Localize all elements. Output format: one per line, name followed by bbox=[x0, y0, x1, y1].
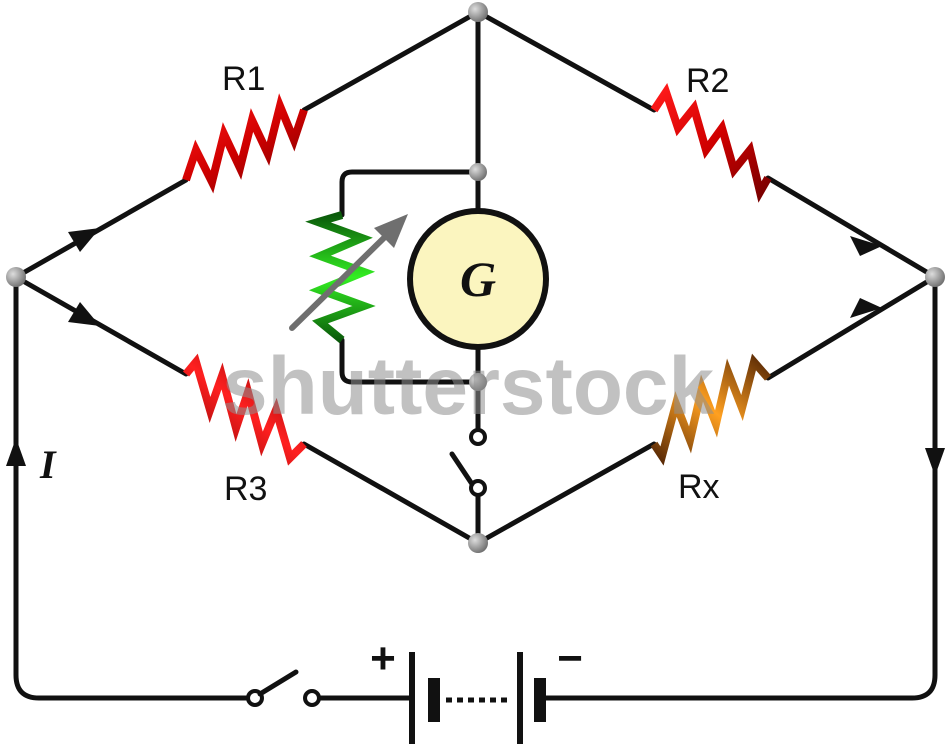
resistor-variable bbox=[305, 211, 376, 344]
main-switch-terminal-right bbox=[303, 689, 321, 707]
wire-outer-right bbox=[534, 274, 938, 701]
battery-plate-short-right bbox=[534, 678, 546, 722]
node-bottom bbox=[468, 533, 488, 553]
current-arrow-left-up bbox=[6, 438, 26, 466]
current-arrow-lower-left bbox=[68, 302, 100, 326]
label-r3: R3 bbox=[224, 470, 267, 508]
wire-r1-top bbox=[301, 9, 481, 113]
wire-outer-left bbox=[13, 274, 253, 701]
current-arrow-right-down bbox=[925, 448, 945, 476]
node-left bbox=[6, 267, 26, 287]
wire-left-r1 bbox=[13, 177, 189, 280]
battery-plus-sign: + bbox=[370, 634, 396, 683]
resistor-r1 bbox=[182, 93, 308, 194]
rheostat-arrow-head bbox=[374, 214, 408, 248]
galvanometer bbox=[407, 208, 549, 350]
battery-minus-sign: − bbox=[557, 634, 583, 683]
label-r2: R2 bbox=[686, 62, 729, 100]
g-switch-terminal-bottom bbox=[469, 479, 487, 497]
wire-left-r3 bbox=[13, 274, 189, 377]
node-g-upper bbox=[469, 163, 487, 181]
wire-bottom-rx bbox=[475, 441, 657, 546]
wire-rheostat-loop bbox=[339, 169, 481, 385]
label-r1: R1 bbox=[222, 60, 265, 98]
wire-r2-right bbox=[765, 175, 938, 280]
main-switch-lever bbox=[257, 669, 299, 697]
watermark-text: shutterstock bbox=[222, 341, 715, 432]
battery-plate-short-left bbox=[428, 678, 440, 722]
node-top bbox=[468, 2, 488, 22]
resistor-r3 bbox=[182, 353, 307, 466]
g-switch-lever bbox=[449, 451, 475, 487]
resistor-r2 bbox=[650, 82, 772, 203]
rheostat-arrow-shaft bbox=[289, 229, 393, 331]
galvanometer-label: G bbox=[460, 251, 496, 307]
current-arrow-upper-right bbox=[850, 236, 882, 256]
wire-rx-right bbox=[765, 274, 938, 381]
wire-top-r2 bbox=[475, 9, 657, 113]
label-rx: Rx bbox=[678, 468, 720, 506]
g-switch-terminal-top bbox=[469, 428, 487, 446]
node-g-lower bbox=[469, 373, 487, 391]
current-arrow-upper-left bbox=[68, 228, 100, 252]
node-right bbox=[925, 267, 945, 287]
current-arrow-lower-right bbox=[850, 298, 882, 318]
wire-r3-bottom bbox=[301, 441, 481, 546]
resistor-rx bbox=[650, 353, 772, 466]
label-current: I bbox=[39, 442, 57, 487]
